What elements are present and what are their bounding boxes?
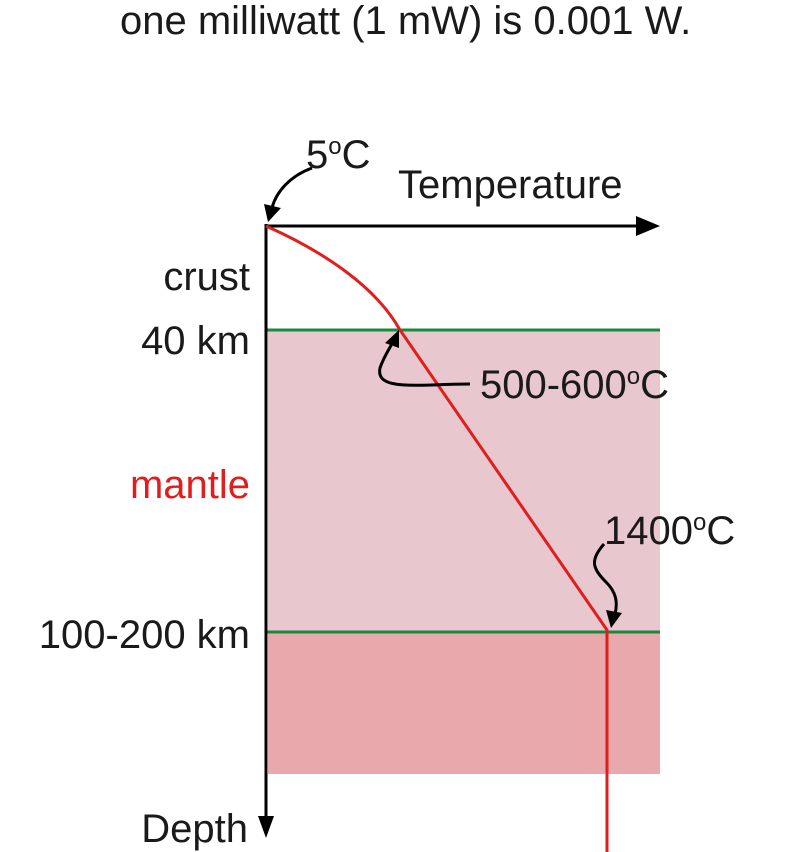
moho-temp-pointer: [378, 339, 471, 387]
temperature-axis-label: Temperature: [398, 163, 623, 207]
lithosphere-temp-value: 1400: [604, 509, 693, 553]
lithosphere-temp-pointer-head: [606, 610, 622, 628]
moho-temp-unit: C: [640, 363, 669, 407]
moho-temp-pointer-head: [385, 330, 399, 348]
lithosphere-temp-pointer: [593, 543, 618, 615]
surface-temp-degree: o: [328, 133, 341, 160]
depth-axis-arrowhead: [258, 816, 274, 838]
lithosphere-temp-label: 1400oC: [604, 509, 735, 553]
depth-axis-label: Depth: [141, 807, 248, 851]
moho-temp-degree: o: [627, 363, 640, 390]
surface-temp-pointer: [270, 166, 313, 209]
moho-depth-label: 40 km: [141, 319, 250, 363]
surface-temp-value: 5: [306, 133, 328, 177]
mantle-region: [268, 330, 660, 632]
temperature-axis-arrowhead: [636, 216, 660, 236]
lithosphere-base-depth-label: 100-200 km: [39, 613, 250, 657]
moho-temp-value: 500-600: [480, 363, 627, 407]
lithosphere-temp-unit: C: [706, 509, 735, 553]
geotherm-curve: [265, 224, 609, 852]
mantle-label: mantle: [130, 463, 250, 507]
header-text: one milliwatt (1 mW) is 0.001 W.: [120, 0, 691, 43]
surface-temp-label: 5oC: [306, 133, 371, 177]
crust-label: crust: [163, 255, 250, 299]
lithosphere-temp-degree: o: [693, 509, 706, 536]
surface-temp-unit: C: [342, 133, 371, 177]
asthenosphere-region: [268, 632, 660, 774]
moho-temp-label: 500-600oC: [480, 363, 669, 407]
surface-temp-pointer-head: [264, 204, 281, 222]
